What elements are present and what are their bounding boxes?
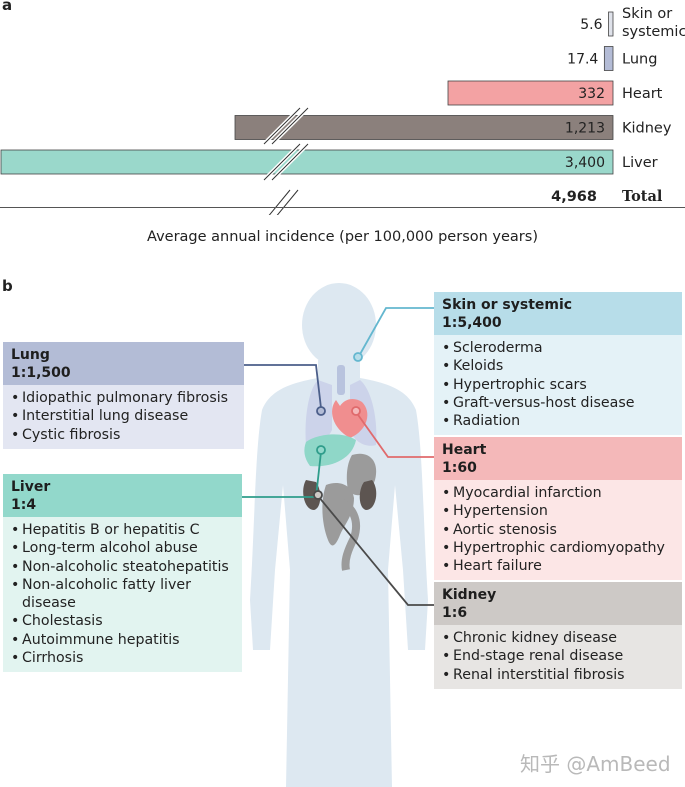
- kidney-cause-list: Chronic kidney disease End-stage renal d…: [434, 625, 682, 689]
- list-item: Cystic fibrosis: [11, 426, 236, 445]
- list-item: Non-alcoholic steatohepatitis: [11, 558, 234, 577]
- lung-box: Lung 1:1,500 Idiopathic pulmonary fibros…: [3, 342, 244, 449]
- category-label: Kidney: [622, 121, 672, 137]
- bar-skin-or-systemic: [608, 11, 614, 37]
- axis-break-mark: [271, 107, 309, 145]
- heart-box: Heart 1:60 Myocardial infarction Hyperte…: [434, 437, 682, 581]
- watermark: 知乎 @AmBeed: [520, 752, 671, 776]
- heart-title: Heart: [442, 442, 487, 458]
- panel-b-label: b: [2, 277, 13, 295]
- bar-lung: [603, 46, 614, 71]
- list-item: Graft-versus-host disease: [442, 394, 674, 413]
- list-item: Hypertension: [442, 502, 674, 521]
- heart-box-header: Heart 1:60: [434, 437, 682, 480]
- list-item: Idiopathic pulmonary fibrosis: [11, 389, 236, 408]
- chart-baseline: [0, 207, 685, 208]
- lung-box-header: Lung 1:1,500: [3, 342, 244, 385]
- category-label: systemic: [622, 24, 685, 40]
- list-item: Hypertrophic cardiomyopathy: [442, 539, 674, 558]
- kidney-title: Kidney: [442, 587, 497, 603]
- liver-box: Liver 1:4 Hepatitis B or hepatitis C Lon…: [3, 474, 242, 673]
- bar-value-label: 332: [578, 86, 605, 102]
- category-label: Skin or: [622, 6, 672, 22]
- list-item: Keloids: [442, 357, 674, 376]
- skin-box-header: Skin or systemic 1:5,400: [434, 292, 682, 335]
- axis-break-mark: [263, 107, 301, 145]
- list-item: Myocardial infarction: [442, 484, 674, 503]
- bar-chart: 5.6 Skin or systemic 17.4 Lung 332 Heart 1,213 K…: [0, 6, 685, 215]
- category-label: Lung: [622, 52, 657, 68]
- bar-value-label: 1,213: [565, 121, 605, 137]
- list-item: Hypertrophic scars: [442, 376, 674, 395]
- panel-a-label: a: [2, 0, 13, 14]
- bar-heart: [447, 80, 614, 106]
- kidney-box-header: Kidney 1:6: [434, 582, 682, 625]
- skin-ratio: 1:5,400: [442, 315, 502, 331]
- list-item: Radiation: [442, 412, 674, 431]
- list-item: Scleroderma: [442, 339, 674, 358]
- liver-box-header: Liver 1:4: [3, 474, 242, 517]
- skin-title: Skin or systemic: [442, 297, 573, 313]
- list-item: Renal interstitial fibrosis: [442, 666, 674, 685]
- axis-break-mark: [271, 143, 309, 181]
- connector-lines: [242, 307, 434, 606]
- liver-ratio: 1:4: [11, 497, 37, 513]
- category-label: Heart: [622, 86, 663, 102]
- bar-liver: [0, 149, 614, 175]
- list-item: Cholestasis: [11, 612, 234, 631]
- skin-box: Skin or systemic 1:5,400 Scleroderma Kel…: [434, 292, 682, 436]
- total-value-label: 4,968: [551, 189, 597, 205]
- human-silhouette: [250, 283, 428, 787]
- list-item: Chronic kidney disease: [442, 629, 674, 648]
- kidneys-organ: [303, 480, 377, 510]
- lung-cause-list: Idiopathic pulmonary fibrosis Interstiti…: [3, 385, 244, 449]
- list-item: Long-term alcohol abuse: [11, 539, 234, 558]
- list-item: End-stage renal disease: [442, 647, 674, 666]
- kidney-ratio: 1:6: [442, 605, 468, 621]
- x-axis-label: Average annual incidence (per 100,000 pe…: [147, 229, 538, 245]
- liver-cause-list: Hepatitis B or hepatitis C Long-term alc…: [3, 517, 242, 673]
- kidney-box: Kidney 1:6 Chronic kidney disease End-st…: [434, 582, 682, 689]
- list-item: Non-alcoholic fatty liver disease: [11, 576, 234, 613]
- liver-organ: [304, 434, 356, 467]
- list-item: Interstitial lung disease: [11, 407, 236, 426]
- liver-title: Liver: [11, 479, 51, 495]
- bar-value-label: 17.4: [567, 52, 598, 68]
- heart-cause-list: Myocardial infarction Hypertension Aorti…: [434, 480, 682, 581]
- total-label: Total: [622, 188, 663, 205]
- list-item: Autoimmune hepatitis: [11, 631, 234, 650]
- list-item: Heart failure: [442, 557, 674, 576]
- lung-ratio: 1:1,500: [11, 365, 71, 381]
- list-item: Hepatitis B or hepatitis C: [11, 521, 234, 540]
- skin-cause-list: Scleroderma Keloids Hypertrophic scars G…: [434, 335, 682, 436]
- bar-value-label: 5.6: [580, 17, 602, 33]
- list-item: Cirrhosis: [11, 649, 234, 668]
- category-label: Liver: [622, 155, 658, 171]
- bar-value-label: 3,400: [565, 155, 605, 171]
- heart-ratio: 1:60: [442, 460, 477, 476]
- lung-title: Lung: [11, 347, 50, 363]
- intestines-organ: [322, 482, 361, 571]
- body-illustration: [242, 283, 434, 787]
- axis-break-mark: [263, 143, 301, 181]
- list-item: Aortic stenosis: [442, 521, 674, 540]
